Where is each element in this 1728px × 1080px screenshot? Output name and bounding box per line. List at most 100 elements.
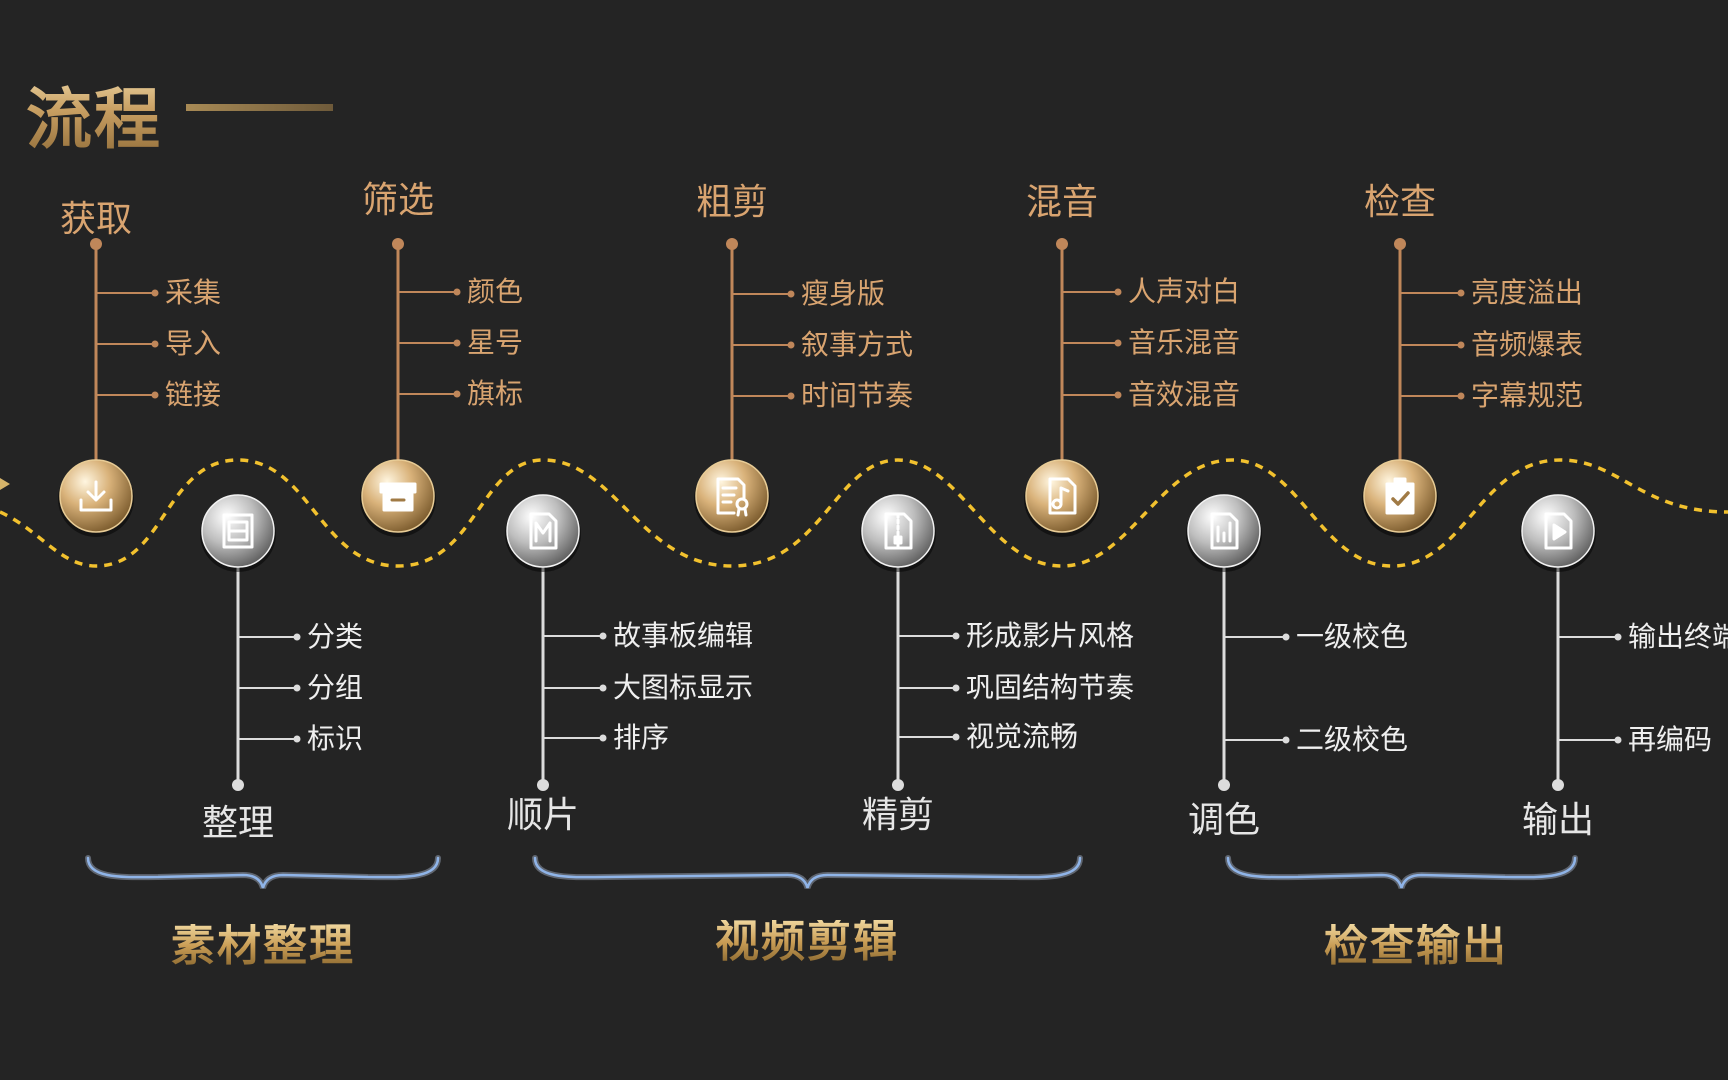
branch-dot xyxy=(1457,289,1465,297)
stage-title: 整理 xyxy=(201,803,275,844)
branch-dot xyxy=(293,684,301,692)
stem-end-dot xyxy=(392,238,404,250)
stage-sub-item: 音效混音 xyxy=(1128,378,1241,411)
stage-title: 获取 xyxy=(59,199,133,240)
stage-title: 调色 xyxy=(1187,800,1261,841)
stage-node xyxy=(1187,494,1261,568)
music-file-icon xyxy=(1048,477,1077,515)
video-file-icon xyxy=(1544,512,1573,550)
stage-sub-item: 一级校色 xyxy=(1296,620,1409,653)
stage-sub-item: 叙事方式 xyxy=(801,328,914,361)
branch-dot xyxy=(1457,392,1465,400)
stem-end-dot xyxy=(1056,238,1068,250)
branch-dot xyxy=(787,392,795,400)
stage-title: 输出 xyxy=(1521,800,1595,841)
branch-dot xyxy=(1114,391,1122,399)
stage-title: 筛选 xyxy=(361,180,435,221)
branch-dot xyxy=(453,339,461,347)
branch-dot xyxy=(293,633,301,641)
stage-sub-item: 瘦身版 xyxy=(801,277,886,310)
phase-brace xyxy=(1226,856,1577,889)
stem-end-dot xyxy=(537,779,549,791)
clipboard-check-icon xyxy=(1385,477,1415,515)
branch-dot xyxy=(151,289,159,297)
branch-dot xyxy=(1282,633,1290,641)
branch-dot xyxy=(1114,288,1122,296)
stage-sub-item: 二级校色 xyxy=(1296,723,1409,756)
branch-dot xyxy=(151,391,159,399)
phase-brace xyxy=(86,856,440,889)
branch-dot xyxy=(453,390,461,398)
download-icon xyxy=(79,480,113,512)
stage-sub-item: 分类 xyxy=(307,620,364,653)
chart-file-icon xyxy=(1210,512,1239,550)
phase-brace xyxy=(533,856,1082,889)
stem-end-dot xyxy=(1394,238,1406,250)
branch-dot xyxy=(599,734,607,742)
stage-sub-item: 形成影片风格 xyxy=(966,619,1135,652)
stem-end-dot xyxy=(1552,779,1564,791)
stage-sub-item: 亮度溢出 xyxy=(1471,276,1584,309)
stage-sub-item: 巩固结构节奏 xyxy=(966,671,1135,704)
zip-file-icon xyxy=(884,512,913,550)
stage-sub-item: 排序 xyxy=(613,721,670,754)
stage-sub-item: 输出终端 xyxy=(1628,620,1728,653)
stage-sub-item: 再编码 xyxy=(1628,723,1713,756)
branch-dot xyxy=(599,632,607,640)
stage-title: 粗剪 xyxy=(695,182,769,223)
stage-sub-item: 分组 xyxy=(307,671,364,704)
stage-title: 混音 xyxy=(1025,182,1099,223)
document-ribbon-icon xyxy=(716,477,749,517)
image-file-icon xyxy=(529,512,558,550)
stage-sub-item: 音乐混音 xyxy=(1128,326,1241,359)
stage-sub-item: 人声对白 xyxy=(1128,275,1241,308)
branch-dot xyxy=(787,290,795,298)
phase-brace-glow xyxy=(1225,855,1578,889)
organize-icon xyxy=(222,513,254,549)
branch-dot xyxy=(599,684,607,692)
branch-dot xyxy=(1614,633,1622,641)
branch-dot xyxy=(453,288,461,296)
stage-sub-item: 视觉流畅 xyxy=(966,720,1079,753)
stem-end-dot xyxy=(232,779,244,791)
branch-dot xyxy=(1282,736,1290,744)
stem-end-dot xyxy=(90,238,102,250)
branch-dot xyxy=(151,340,159,348)
archive-box-icon xyxy=(379,482,417,512)
branch-dot xyxy=(787,341,795,349)
stage-sub-item: 字幕规范 xyxy=(1471,379,1584,412)
phase-title: 视频剪辑 xyxy=(715,916,899,967)
branch-dot xyxy=(1114,339,1122,347)
stage-sub-item: 故事板编辑 xyxy=(613,619,754,652)
stem-end-dot xyxy=(726,238,738,250)
stem-end-dot xyxy=(1218,779,1230,791)
stage-sub-item: 采集 xyxy=(165,276,222,309)
stage-sub-item: 时间节奏 xyxy=(801,379,914,412)
branch-dot xyxy=(952,733,960,741)
phase-brace-glow xyxy=(532,855,1083,889)
stage-title: 精剪 xyxy=(861,795,935,836)
branch-dot xyxy=(952,632,960,640)
branch-dot xyxy=(952,684,960,692)
title-underline xyxy=(186,104,333,111)
stage-sub-item: 星号 xyxy=(467,326,524,359)
phase-brace-glow xyxy=(85,855,441,889)
stage-sub-item: 大图标显示 xyxy=(613,671,754,704)
stage-sub-item: 链接 xyxy=(165,378,222,411)
branch-dot xyxy=(293,735,301,743)
stage-sub-item: 导入 xyxy=(165,327,222,360)
phase-title: 素材整理 xyxy=(171,920,355,971)
stem-end-dot xyxy=(892,779,904,791)
branch-dot xyxy=(1614,736,1622,744)
stage-sub-item: 标识 xyxy=(307,722,364,755)
branch-dot xyxy=(1457,341,1465,349)
stage-title: 检查 xyxy=(1363,182,1437,223)
stage-sub-item: 音频爆表 xyxy=(1471,328,1584,361)
timeline-start-arrow xyxy=(0,478,10,490)
page-title: 流程 xyxy=(26,66,162,162)
stage-title: 顺片 xyxy=(506,795,580,836)
phase-title: 检查输出 xyxy=(1324,920,1508,971)
timeline-wave xyxy=(0,458,1728,568)
